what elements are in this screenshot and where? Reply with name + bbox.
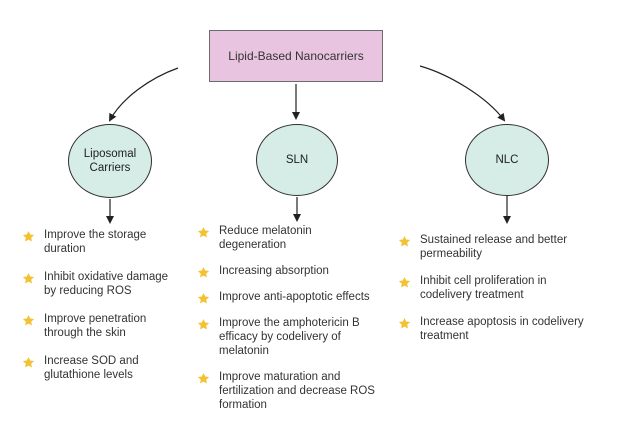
- node-nlc-label: NLC: [495, 154, 519, 166]
- nlc-benefit-text: Sustained release and better permeabilit…: [420, 234, 568, 260]
- star-icon: [22, 356, 35, 369]
- sln-benefit-item: Improve maturation and fertilization and…: [197, 370, 377, 412]
- nlc-benefit-item: Sustained release and better permeabilit…: [398, 233, 598, 261]
- nlc-benefit-text: Inhibit cell proliferation in codelivery…: [420, 275, 547, 301]
- sln-benefit-text: Improve anti-apoptotic effects: [219, 291, 370, 303]
- sln-benefit-text: Improve maturation and fertilization and…: [219, 371, 375, 411]
- liposomal-benefit-item: Improve the storage duration: [22, 228, 182, 256]
- star-icon: [22, 230, 35, 243]
- node-liposomal-carriers: Liposomal Carriers: [68, 124, 152, 198]
- root-node-label: Lipid-Based Nanocarriers: [228, 49, 364, 63]
- star-icon: [398, 317, 411, 330]
- liposomal-benefit-item: Increase SOD and glutathione levels: [22, 354, 182, 382]
- nlc-benefit-text: Increase apoptosis in codelivery treatme…: [420, 316, 584, 342]
- liposomal-benefit-text: Improve penetration through the skin: [44, 313, 147, 339]
- nlc-benefit-item: Inhibit cell proliferation in codelivery…: [398, 274, 598, 302]
- sln-benefit-text: Improve the amphotericin B efficacy by c…: [219, 317, 360, 357]
- star-icon: [197, 292, 210, 305]
- root-node: Lipid-Based Nanocarriers: [209, 30, 383, 82]
- star-icon: [197, 318, 210, 331]
- star-icon: [197, 372, 210, 385]
- node-sln: SLN: [256, 124, 338, 196]
- arrow-root-to-liposomal: [109, 67, 179, 122]
- node-sln-label: SLN: [285, 154, 309, 166]
- star-icon: [197, 266, 210, 279]
- star-icon: [197, 226, 210, 239]
- liposomal-benefit-text: Improve the storage duration: [44, 229, 147, 255]
- sln-benefit-text: Increasing absorption: [219, 265, 329, 277]
- liposomal-benefit-text: Inhibit oxidative damage by reducing ROS: [44, 271, 169, 297]
- liposomal-benefit-item: Inhibit oxidative damage by reducing ROS: [22, 270, 182, 298]
- nlc-benefit-item: Increase apoptosis in codelivery treatme…: [398, 315, 598, 343]
- sln-benefit-item: Improve anti-apoptotic effects: [197, 290, 377, 304]
- node-liposomal-label: Liposomal Carriers: [83, 148, 137, 174]
- star-icon: [22, 272, 35, 285]
- sln-benefit-item: Improve the amphotericin B efficacy by c…: [197, 316, 377, 358]
- sln-benefit-text: Reduce melatonin degeneration: [219, 225, 312, 251]
- arrow-root-to-nlc: [419, 65, 506, 122]
- sln-benefit-item: Reduce melatonin degeneration: [197, 224, 377, 252]
- sln-benefit-item: Increasing absorption: [197, 264, 377, 278]
- liposomal-benefit-item: Improve penetration through the skin: [22, 312, 182, 340]
- nlc-benefits-list: Sustained release and better permeabilit…: [398, 233, 598, 356]
- node-nlc: NLC: [465, 124, 549, 196]
- liposomal-benefit-text: Increase SOD and glutathione levels: [44, 355, 139, 381]
- star-icon: [22, 314, 35, 327]
- star-icon: [398, 276, 411, 289]
- star-icon: [398, 235, 411, 248]
